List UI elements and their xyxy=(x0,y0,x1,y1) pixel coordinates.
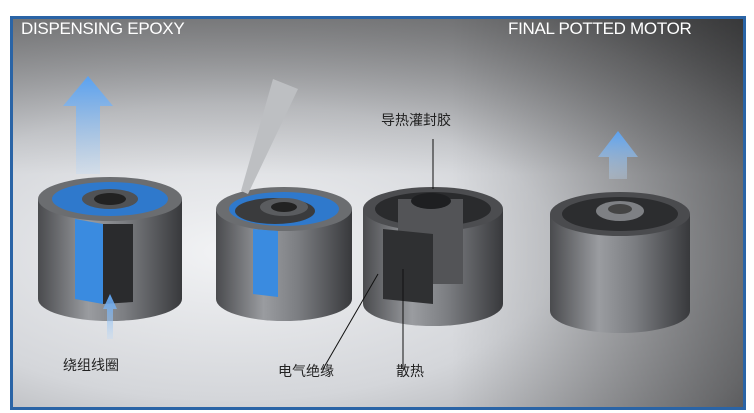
final-potted-motor xyxy=(550,192,690,333)
leader-lines xyxy=(322,139,434,370)
arrow-up-icon xyxy=(63,76,113,174)
diagram-frame: DISPENSING EPOXY FINAL POTTED MOTOR 导热灌封… xyxy=(10,16,746,410)
motor-dispensing xyxy=(216,79,352,321)
label-heat-dissipation: 散热 xyxy=(396,364,424,380)
arrow-up-icon xyxy=(598,131,638,179)
label-insulation: 电气绝缘 xyxy=(278,364,334,380)
motor-illustration xyxy=(38,76,690,370)
label-winding: 绕组线圈 xyxy=(63,358,119,374)
motor-winding-cutaway xyxy=(38,177,182,321)
arrow-up-small-icon xyxy=(103,294,117,339)
title-final-potted-motor: FINAL POTTED MOTOR xyxy=(508,19,692,38)
label-potting-compound: 导热灌封胶 xyxy=(381,113,451,129)
title-dispensing-epoxy: DISPENSING EPOXY xyxy=(21,19,185,38)
motor-potted-cutaway xyxy=(363,187,503,326)
dispensing-nozzle xyxy=(241,79,298,194)
